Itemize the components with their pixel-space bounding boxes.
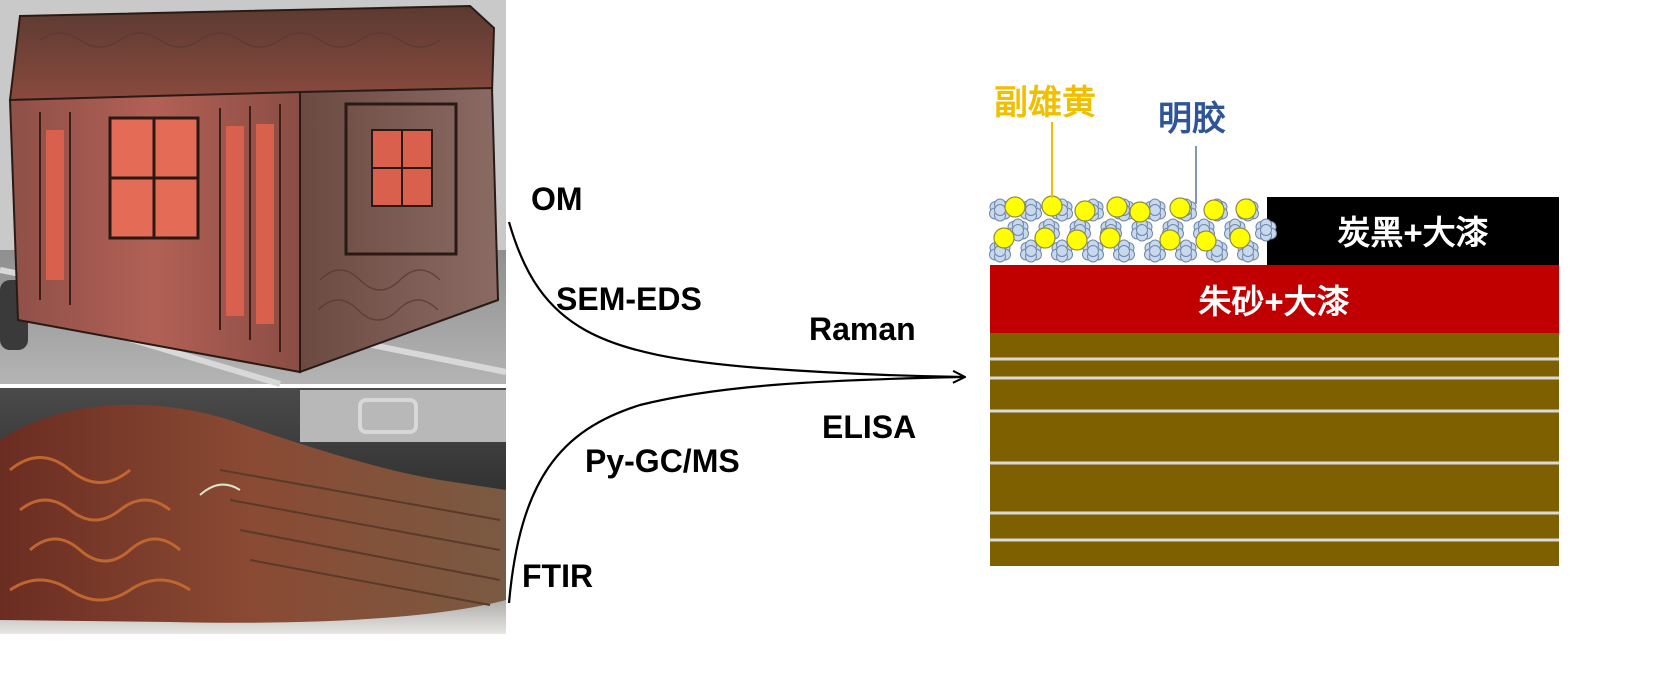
- particle-layer: [989, 195, 1277, 263]
- fragment-photo: [0, 388, 506, 634]
- wood-layer: [990, 333, 1559, 566]
- method-elisa: ELISA: [822, 409, 916, 445]
- bottom-curve: [507, 375, 963, 604]
- gelatin-particle: [1144, 198, 1166, 222]
- layer-cross-section: 朱砂+大漆 炭黑+大漆: [989, 195, 1559, 566]
- cinnabar-lacquer-layer: [990, 265, 1559, 333]
- gelatin-particle: [1144, 239, 1166, 263]
- gelatin-label: 明胶: [1158, 100, 1226, 138]
- orpiment-particle: [1129, 201, 1151, 223]
- method-raman: Raman: [809, 311, 916, 347]
- orpiment-particle: [1041, 195, 1063, 217]
- gelatin-particle: [1082, 239, 1104, 263]
- orpiment-particle: [1106, 196, 1128, 218]
- method-py-gcms: Py-GC/MS: [585, 443, 740, 479]
- gelatin-particle: [1051, 239, 1073, 263]
- orpiment-particle: [1066, 229, 1088, 251]
- gelatin-particle: [1255, 218, 1277, 242]
- cinnabar-lacquer-label: 朱砂+大漆: [1198, 283, 1349, 320]
- carbon-lacquer-layer: [1267, 197, 1559, 265]
- gelatin-particle: [1113, 239, 1135, 263]
- orpiment-particle: [1099, 227, 1121, 249]
- gelatin-particle: [989, 198, 1011, 222]
- wood-grain-lines: [990, 357, 1559, 542]
- method-om: OM: [531, 181, 583, 217]
- gelatin-particle: [1175, 239, 1197, 263]
- orpiment-label: 副雄黄: [994, 84, 1096, 122]
- orpiment-particle: [1235, 198, 1257, 220]
- orpiment-particle: [1034, 227, 1056, 249]
- orpiment-particle: [1169, 197, 1191, 219]
- carbon-lacquer-label: 炭黑+大漆: [1337, 214, 1488, 251]
- orpiment-particle: [993, 227, 1015, 249]
- orpiment-particle: [1074, 200, 1096, 222]
- orpiment-particle: [1203, 199, 1225, 221]
- gelatin-particle: [1020, 239, 1042, 263]
- orpiment-particle: [1159, 229, 1181, 251]
- top-curve: [507, 221, 964, 377]
- analysis-flow-arrows: [507, 221, 964, 604]
- method-sem-eds: SEM-EDS: [556, 281, 702, 317]
- method-ftir: FTIR: [522, 558, 593, 594]
- orpiment-particle: [1229, 227, 1251, 249]
- gelatin-particle: [1020, 198, 1042, 222]
- orpiment-particle: [1004, 196, 1026, 218]
- orpiment-particle: [1195, 230, 1217, 252]
- coffin-photo: [0, 0, 507, 387]
